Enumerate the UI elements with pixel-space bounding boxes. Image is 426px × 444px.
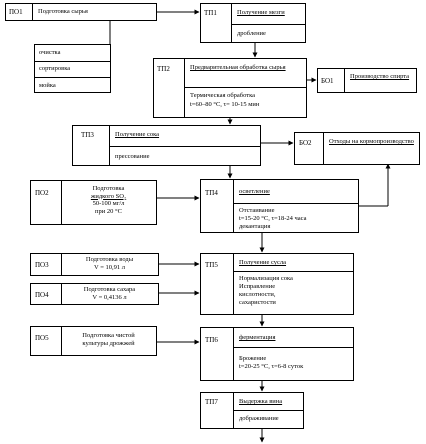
po2-l4: при 20 °С: [95, 207, 122, 215]
po1-box: ПО1 Подготовка сырья: [5, 3, 157, 21]
po1-item-3: мойка: [39, 82, 56, 89]
tp7-code: ТП7: [205, 398, 218, 406]
po1-code: ПО1: [9, 8, 23, 16]
tp5-code: ТП5: [205, 261, 218, 269]
tp2-sub1: Термическая обработка: [190, 92, 256, 99]
po3-l1: Подготовка воды: [85, 256, 134, 263]
po2-box: ПО2 Подготовка жидкого SO₂ 50-100 мг/л п…: [30, 180, 157, 225]
tp4-l3: декантация: [239, 223, 271, 230]
po4-l1: Подготовка сахара: [83, 286, 136, 293]
po2-l2: жидкого SO₂: [90, 192, 127, 200]
tp5-l1: Нормализация сока: [239, 275, 293, 282]
bo2-code: БО2: [299, 139, 312, 147]
po1-items-box: очистка сортировка мойка: [34, 44, 111, 93]
tp3-title: Получение сока: [115, 131, 160, 138]
tp5-l2: Исправление: [239, 283, 276, 290]
po2-l1: Подготовка: [92, 185, 125, 192]
tp4-title: осветление: [239, 188, 270, 195]
po2-code: ПО2: [35, 189, 49, 197]
po5-l1: Подготовка чистой: [82, 332, 135, 339]
po4-code: ПО4: [35, 291, 49, 299]
tp1-title: Получение мезги: [237, 9, 285, 16]
tp7-sub: дображивание: [239, 415, 279, 422]
tp4-l1: Отстаивание: [239, 207, 275, 214]
po5-code: ПО5: [35, 334, 49, 342]
po5-l2: культуры дрожжей: [82, 339, 135, 347]
po5-box: ПО5 Подготовка чистой культуры дрожжей: [30, 326, 157, 356]
tp6-l1: Брожение: [239, 355, 267, 362]
tp5-box: ТП5 Получение сусла Нормализация сока Ис…: [200, 253, 354, 315]
po1-item-2: сортировка: [39, 65, 71, 72]
tp6-code: ТП6: [205, 336, 218, 344]
bo1-box: БО1 Производство спирта: [317, 68, 417, 93]
po4-l2: V = 0,4136 л: [92, 293, 127, 301]
bo1-code: БО1: [321, 77, 334, 85]
tp1-box: ТП1 Получение мезги дробление: [200, 3, 306, 43]
tp7-title: Выдержка вина: [239, 398, 283, 405]
po4-box: ПО4 Подготовка сахара V = 0,4136 л: [30, 283, 159, 305]
po3-l2: V = 10,91 л: [94, 263, 125, 271]
tp4-box: ТП4 осветление Отстаивание t=15-20 °С, τ…: [200, 179, 359, 233]
tp4-code: ТП4: [205, 189, 218, 197]
tp5-l4: сахаристости: [239, 299, 276, 306]
tp1-code: ТП1: [204, 9, 217, 17]
tp2-sub2: t=60–80 °С, τ= 10-15 мин: [190, 101, 260, 108]
tp3-sub: прессование: [115, 153, 150, 160]
bo1-label: Производство спирта: [350, 73, 410, 80]
po3-code: ПО3: [35, 261, 49, 269]
po1-item-1: очистка: [39, 49, 61, 56]
tp6-l2: t=20-25 °С, τ=6-8 суток: [239, 363, 304, 370]
po2-l3: 50-100 мг/л: [92, 200, 125, 207]
tp3-code: ТП3: [81, 131, 94, 139]
po1-label: Подготовка сырья: [38, 8, 88, 15]
tp1-sub: дробление: [237, 30, 266, 37]
tp2-title: Предварительная обработка сырья: [190, 64, 286, 71]
tp2-box: ТП2 Предварительная обработка сырья Терм…: [153, 58, 307, 118]
tp6-title: ферментация: [239, 334, 276, 341]
tp5-l3: кислотности,: [239, 291, 276, 298]
bo2-label: Отходы на кормопроизводство: [329, 138, 414, 145]
tp3-box: ТП3 Получение сока прессование: [72, 125, 261, 166]
tp5-title: Получение сусла: [239, 259, 287, 266]
bo2-box: БО2 Отходы на кормопроизводство: [294, 132, 420, 165]
tp4-l2: t=15-20 °С, τ=18-24 часа: [239, 215, 307, 222]
po3-box: ПО3 Подготовка воды V = 10,91 л: [30, 253, 159, 276]
tp2-code: ТП2: [157, 65, 170, 73]
tp7-box: ТП7 Выдержка вина дображивание: [200, 392, 304, 429]
tp6-box: ТП6 ферментация Брожение t=20-25 °С, τ=6…: [200, 327, 354, 381]
